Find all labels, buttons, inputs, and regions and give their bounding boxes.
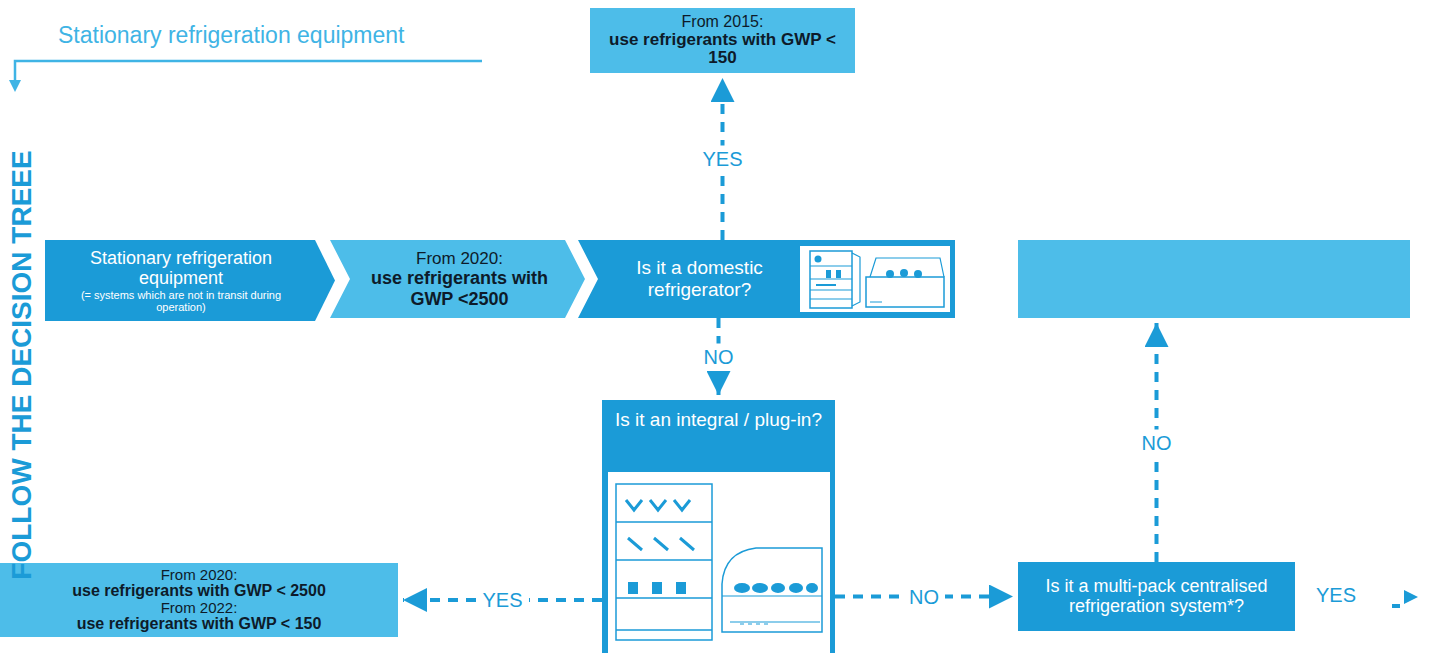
products: [628, 582, 686, 594]
node-text: Is it an integral / plug-in?: [615, 409, 822, 431]
result-box: From 2015:use refrigerants with GWP < 15…: [590, 8, 855, 73]
edge-label: YES: [696, 146, 748, 173]
products: [626, 500, 694, 550]
multideck-cabinet: [616, 484, 712, 640]
cabinet-shelves: [616, 522, 712, 630]
result-box: [1018, 240, 1410, 318]
products: [806, 583, 818, 593]
deli-counter: [722, 548, 822, 632]
products: [789, 583, 803, 593]
chest-freezer-lid: [870, 258, 944, 277]
products: [771, 583, 785, 593]
fridge-shelves: [810, 266, 852, 299]
node-text: From 2022:: [161, 600, 238, 616]
food-item: [914, 270, 922, 278]
start-chevron: Stationary refrigeration equipment(= sys…: [45, 240, 335, 321]
vent: [740, 624, 768, 625]
node-text: use refrigerants with GWP < 2500: [72, 583, 326, 600]
node-text: use refrigerants with GWP < 150: [77, 616, 322, 633]
vent: [870, 302, 882, 303]
edge-label: NO: [903, 583, 945, 610]
title-leader-line: [15, 61, 482, 80]
food-item: [815, 256, 822, 263]
food-item: [886, 270, 894, 278]
node-text: (= systems which are not in transit duri…: [55, 289, 307, 313]
fridge-body: [810, 251, 852, 308]
edge-label: YES: [476, 587, 528, 614]
decision-box: Is it a domestic refrigerator?: [578, 240, 955, 318]
node-text: Stationary refrigeration equipment: [55, 248, 307, 288]
counter-lines: [722, 596, 822, 622]
node-fill: [45, 240, 335, 321]
vertical-instruction: FOLLOW THE DECISION TREEE: [4, 85, 40, 645]
products: [752, 583, 768, 593]
exit-dash: [1392, 604, 1404, 608]
edge-label: NO: [1136, 429, 1178, 456]
illustration-panel: [608, 472, 830, 653]
node-fill: [578, 240, 955, 318]
node-text: Is it a multi-pack centralised refrigera…: [1028, 577, 1285, 617]
domestic-fridge-illustration: [800, 246, 950, 312]
food-item: [816, 284, 836, 286]
branch-label: YES: [1312, 584, 1360, 607]
node-text: use refrigerants with GWP <2500: [360, 268, 559, 308]
rule-chevron: From 2020:use refrigerants with GWP <250…: [330, 240, 585, 318]
plug-in-cabinet-illustration: [608, 472, 830, 653]
exit-arrow: [1404, 590, 1418, 604]
node-outline: [578, 240, 955, 318]
chest-freezer-body: [866, 277, 944, 307]
products: [734, 583, 750, 593]
diagram-title: Stationary refrigeration equipment: [58, 22, 404, 49]
node-text: Is it a domestic refrigerator?: [608, 257, 791, 301]
decision-box: Is it a multi-pack centralised refrigera…: [1018, 562, 1295, 631]
node-fill: [330, 240, 585, 318]
title-leader-arrow: [9, 80, 21, 92]
illustration-panel: [800, 246, 950, 312]
fridge-door: [852, 253, 860, 306]
food-item: [836, 270, 841, 278]
node-text: From 2020:: [161, 567, 238, 583]
edge-label: NO: [698, 343, 740, 370]
food-item: [900, 269, 908, 277]
node-text: From 2020:: [416, 249, 503, 268]
node-text: use refrigerants with GWP < 150: [600, 31, 845, 68]
food-item: [826, 270, 831, 278]
result-box: From 2020:use refrigerants with GWP < 25…: [0, 563, 398, 637]
decision-box: Is it an integral / plug-in?: [602, 400, 835, 653]
node-text: From 2015:: [682, 13, 764, 31]
